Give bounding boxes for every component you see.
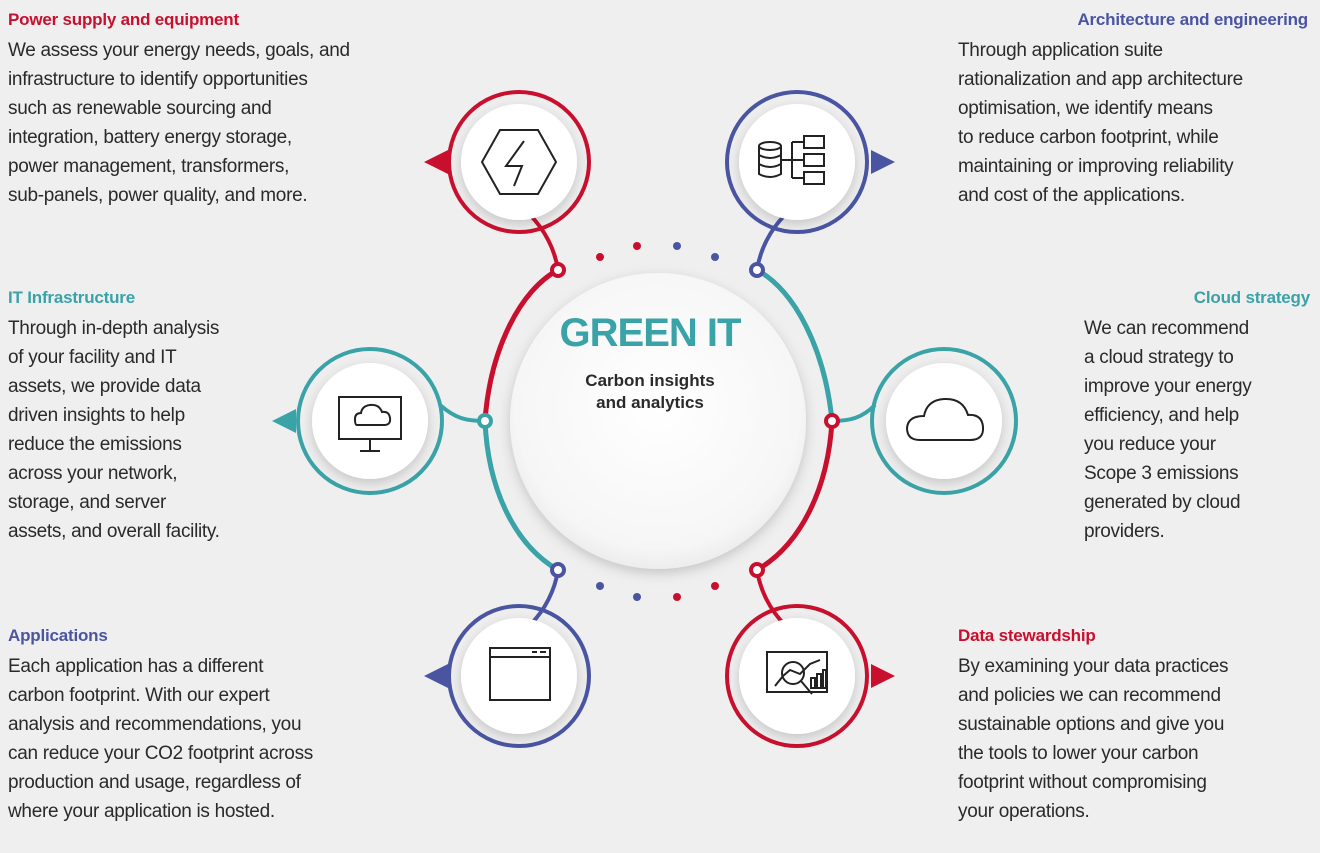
ring-arc-right-teal bbox=[755, 267, 835, 422]
cloud-monitor-icon bbox=[338, 396, 402, 452]
node-data bbox=[725, 562, 895, 748]
section-data-text: By examining your data practices and pol… bbox=[958, 656, 1229, 822]
ring-arc-right-red bbox=[755, 420, 835, 573]
browser-window-icon bbox=[489, 647, 551, 701]
section-applications-text: Each application has a different carbon … bbox=[8, 656, 313, 822]
cloud-icon bbox=[905, 397, 985, 441]
ring-arc-left-teal bbox=[482, 420, 560, 573]
section-architecture-text: Through application suite rationalizatio… bbox=[958, 40, 1243, 206]
section-cloud-text: We can recommend a cloud strategy to imp… bbox=[1084, 318, 1252, 542]
section-applications: Applications Each application has a diff… bbox=[8, 626, 408, 826]
database-hierarchy-icon bbox=[758, 135, 825, 185]
ring-arc-left-red bbox=[482, 267, 560, 422]
center-subtitle: Carbon insights and analytics bbox=[520, 370, 780, 414]
dots-top bbox=[596, 242, 719, 261]
section-data-heading: Data stewardship bbox=[958, 626, 1096, 645]
dots-bottom bbox=[596, 582, 719, 601]
node-cloud bbox=[824, 347, 1018, 495]
section-cloud-heading: Cloud strategy bbox=[1193, 288, 1310, 307]
node-power bbox=[424, 90, 591, 278]
section-data: Data stewardship By examining your data … bbox=[958, 626, 1313, 826]
center-title: GREEN IT bbox=[559, 311, 742, 355]
section-applications-heading: Applications bbox=[8, 626, 108, 645]
data-analysis-icon bbox=[766, 651, 828, 695]
center-circle bbox=[510, 273, 806, 569]
section-it-heading: IT Infrastructure bbox=[8, 288, 135, 307]
section-power: Power supply and equipment We assess you… bbox=[8, 10, 408, 210]
section-architecture: Architecture and engineering Through app… bbox=[900, 10, 1308, 210]
center-subtitle-line-1: Carbon insights bbox=[585, 371, 715, 390]
center-subtitle-line-2: and analytics bbox=[596, 393, 704, 412]
node-architecture bbox=[725, 90, 895, 278]
node-applications bbox=[424, 562, 591, 748]
section-power-heading: Power supply and equipment bbox=[8, 10, 239, 29]
section-power-text: We assess your energy needs, goals, and … bbox=[8, 40, 350, 206]
section-cloud: Cloud strategy We can recommend a cloud … bbox=[1060, 288, 1310, 546]
lightning-hexagon-icon bbox=[480, 129, 558, 195]
node-it bbox=[272, 347, 493, 495]
center-label: GREEN IT Carbon insights and analytics bbox=[520, 310, 780, 414]
section-it-text: Through in-depth analysis of your facili… bbox=[8, 318, 220, 542]
section-architecture-heading: Architecture and engineering bbox=[1077, 10, 1308, 29]
section-it: IT Infrastructure Through in-depth analy… bbox=[8, 288, 288, 546]
